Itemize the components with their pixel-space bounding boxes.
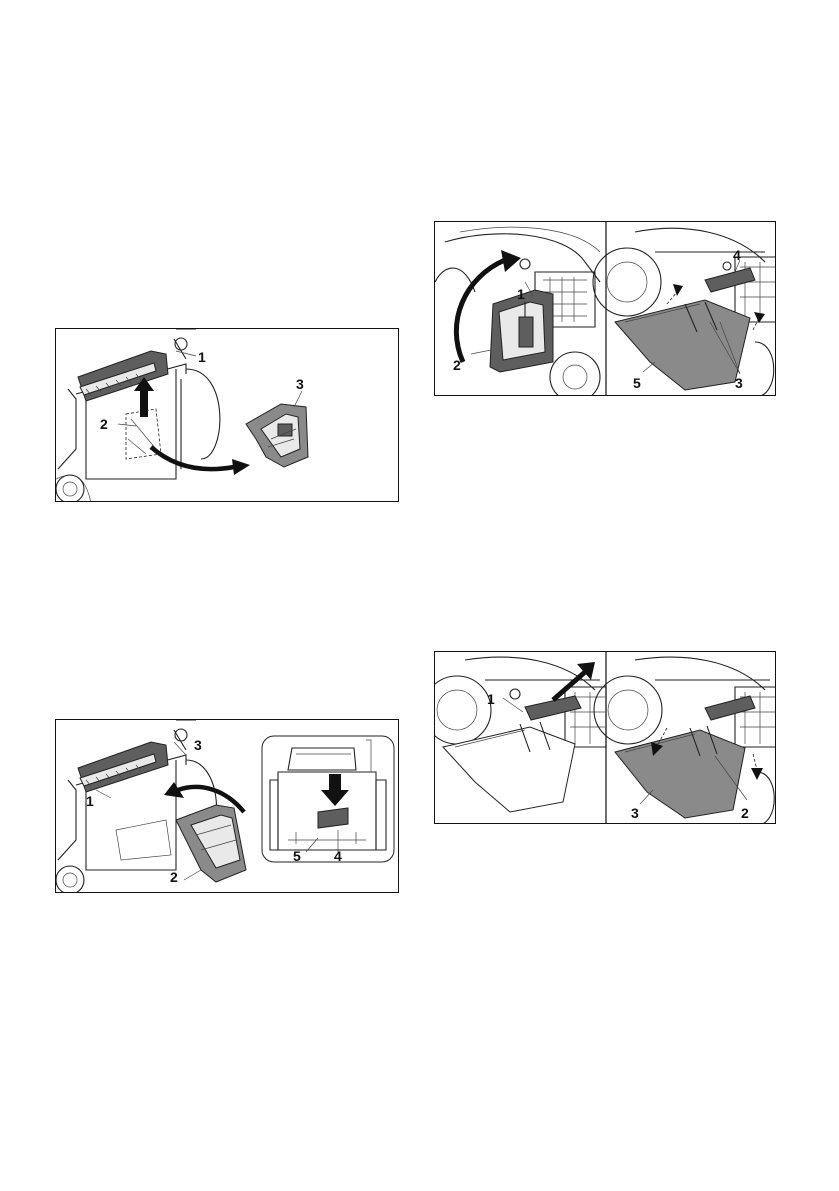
callout-1: 1 <box>517 286 525 302</box>
callout-3: 3 <box>194 737 202 753</box>
callout-2: 2 <box>170 869 178 885</box>
callout-5: 5 <box>293 848 301 864</box>
figure-remove-deflector: 1 3 2 <box>434 651 776 824</box>
illustration-insert-mulch: 3 1 2 5 4 <box>56 720 399 893</box>
figure-remove-insert: 1 2 3 <box>55 328 399 502</box>
callout-5: 5 <box>633 375 641 391</box>
figure-fit-deflector: 1 2 4 5 3 <box>434 221 776 396</box>
callout-3: 3 <box>631 805 639 821</box>
callout-3: 3 <box>735 375 743 391</box>
figure-insert-mulch: 3 1 2 5 4 <box>55 719 399 893</box>
callout-1: 1 <box>86 793 94 809</box>
illustration-remove-insert: 1 2 3 <box>56 329 399 502</box>
callout-4: 4 <box>334 848 342 864</box>
callout-2: 2 <box>741 805 749 821</box>
illustration-remove-deflector: 1 3 2 <box>435 652 776 824</box>
callout-3: 3 <box>296 376 304 392</box>
callout-1: 1 <box>198 349 206 365</box>
side-deflector <box>443 727 575 812</box>
callout-4: 4 <box>733 247 741 263</box>
illustration-fit-deflector: 1 2 4 5 3 <box>435 222 776 396</box>
curved-arrow-icon <box>151 447 234 469</box>
arrow-up-right-icon <box>553 672 585 700</box>
callout-1: 1 <box>487 691 495 707</box>
callout-2: 2 <box>453 357 461 373</box>
callout-2: 2 <box>100 416 108 432</box>
detail-inset <box>262 736 394 862</box>
